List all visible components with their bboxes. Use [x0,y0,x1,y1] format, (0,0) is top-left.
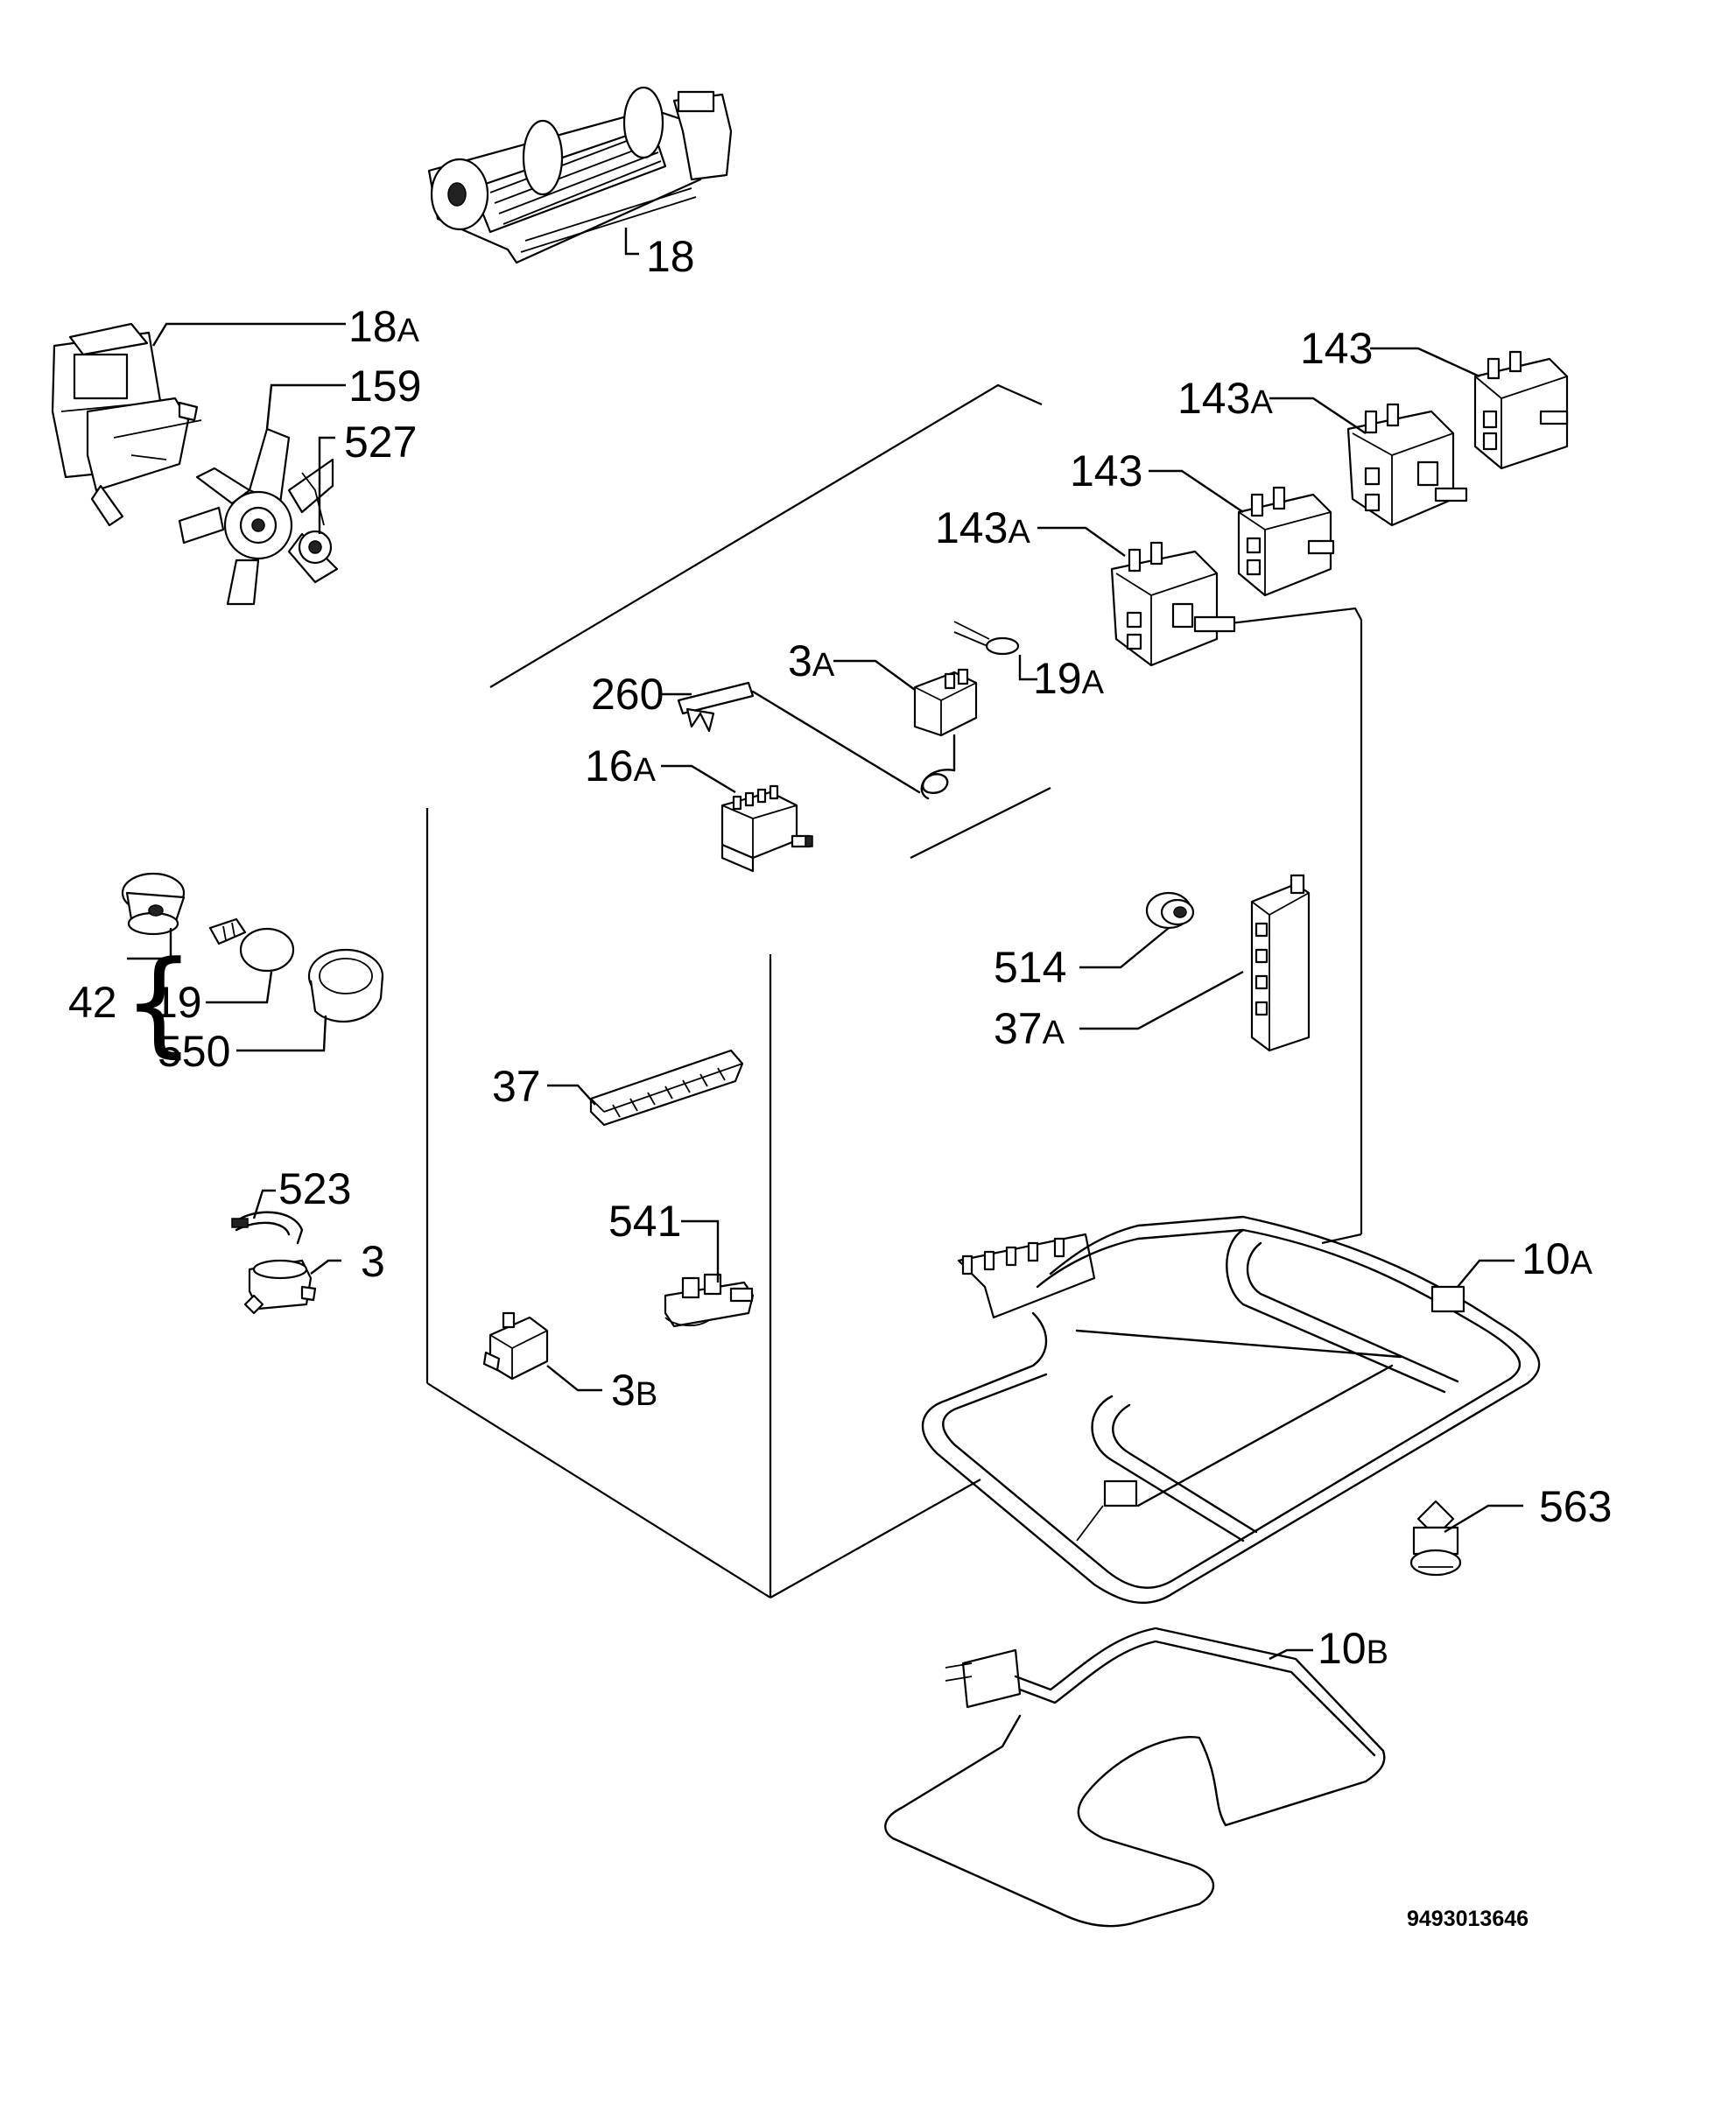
callout-143-top: 143 [1300,324,1373,373]
oven-cabinet-outline [425,383,1363,1599]
callout-143-middle: 143 [1070,446,1142,495]
part-bottom-element [884,1627,1386,1928]
part-terminal-block-vertical [1250,874,1311,1052]
callout-10a: 10A [1522,1234,1593,1283]
part-lamp-bulb [208,917,295,973]
part-lamp-holder [121,872,186,936]
callout-260: 260 [591,670,664,719]
callout-143a-top: 143A [1177,374,1273,423]
part-terminal-strip [589,1049,744,1127]
part-tangential-fan [427,86,733,264]
callout-550: 550 [158,1027,230,1076]
callout-37: 37 [492,1062,541,1111]
callout-563: 563 [1539,1482,1612,1531]
part-thermostat-b [482,1311,549,1381]
callout-527: 527 [344,418,417,467]
callout-159: 159 [348,362,421,411]
part-nut [298,472,333,565]
part-foot [1409,1500,1462,1577]
part-switch-4 [1110,541,1236,667]
part-thermostat [677,668,978,800]
callout-143a-lower: 143A [935,503,1030,552]
callout-19a: 19A [1033,654,1105,703]
part-selector-switch [720,784,813,873]
part-grill-element [921,1215,1541,1605]
leader-lines [127,228,1523,1661]
callout-3b: 3B [611,1366,657,1415]
part-safety-thermostat [243,1259,317,1315]
callout-labels: 18 18A 159 527 143 143A 143 143A 3A 19A … [68,232,1612,1673]
callout-42: 42 [68,978,117,1027]
callout-19: 19 [153,978,202,1027]
callout-541: 541 [608,1197,681,1246]
callout-16a: 16A [585,741,657,791]
callout-37a: 37A [994,1004,1065,1053]
part-grommet [1145,891,1195,930]
callout-514: 514 [994,943,1066,992]
part-switch-2 [1346,403,1468,527]
callout-18a: 18A [348,302,420,351]
group-brace: { [123,936,195,1069]
part-switch-1 [1473,350,1569,470]
part-bracket [664,1273,755,1328]
callout-10b: 10B [1318,1624,1388,1673]
part-fan-blade [178,427,339,606]
part-fan-motor [51,322,202,527]
callout-18: 18 [646,232,695,281]
diagram-code: 9493013646 [1407,1907,1529,1931]
callout-3: 3 [361,1237,385,1286]
callout-3a: 3A [788,636,835,685]
part-lamp-cover [307,948,384,1023]
callout-523: 523 [278,1164,351,1213]
part-switch-3 [1237,486,1335,597]
part-indicator-lamp [953,621,1020,656]
part-spring-clip [231,1211,304,1245]
